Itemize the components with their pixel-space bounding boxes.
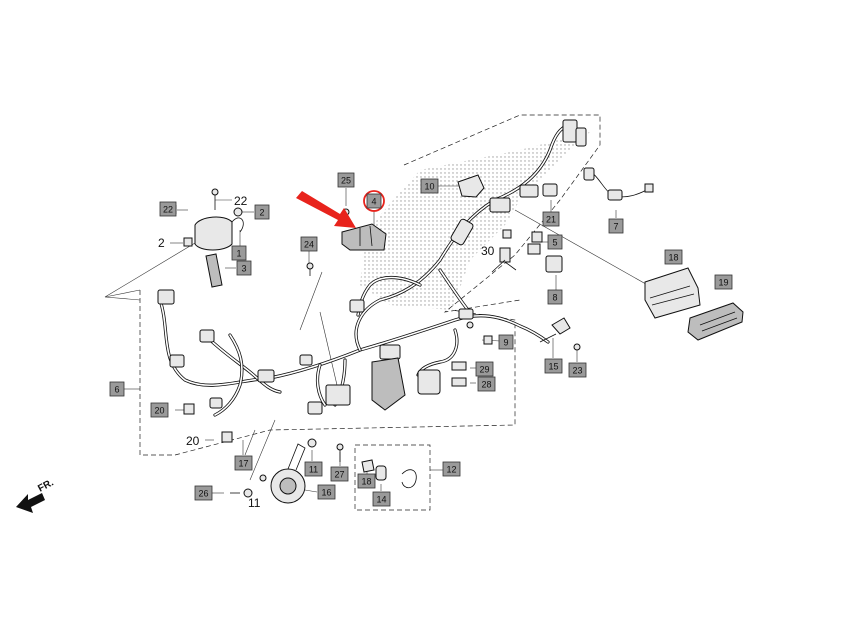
highlight-arrow xyxy=(296,191,356,228)
svg-text:6: 6 xyxy=(114,385,119,395)
svg-text:8: 8 xyxy=(552,293,557,303)
svg-text:1: 1 xyxy=(236,249,241,259)
part-tag-1: 1 xyxy=(231,245,247,261)
part-tag-22: 22 xyxy=(159,201,177,217)
part-tag-11: 11 xyxy=(304,461,323,477)
svg-text:23: 23 xyxy=(572,366,582,376)
part-tag-10: 10 xyxy=(420,178,439,194)
svg-text:9: 9 xyxy=(503,338,508,348)
main-wire-harness xyxy=(158,122,572,417)
part-tag-20: 20 xyxy=(150,402,169,418)
harness-components xyxy=(157,119,587,415)
part-tag-12: 12 xyxy=(442,461,461,477)
leader-coil xyxy=(104,239,201,298)
part-tag-5: 5 xyxy=(547,234,563,250)
part-tag-24: 24 xyxy=(300,236,318,252)
part-tag-15: 15 xyxy=(544,358,563,374)
svg-text:14: 14 xyxy=(376,495,386,505)
svg-text:26: 26 xyxy=(198,489,208,499)
svg-text:29: 29 xyxy=(479,365,489,375)
bottom-components xyxy=(183,403,417,504)
svg-text:27: 27 xyxy=(334,470,344,480)
part-tag-21: 21 xyxy=(542,211,560,227)
part-tag-16: 16 xyxy=(317,484,336,500)
part-tag-18-ecu: 18 xyxy=(664,249,683,265)
part-tag-4: 4 xyxy=(366,193,382,209)
part-tag-18-clamp: 18 xyxy=(357,473,376,489)
svg-text:18: 18 xyxy=(361,477,371,487)
svg-text:20: 20 xyxy=(154,406,164,416)
main-group-boundary xyxy=(139,290,516,456)
harness-leader-left xyxy=(104,289,141,301)
svg-text:16: 16 xyxy=(321,488,331,498)
front-direction-indicator: FR. xyxy=(16,477,56,513)
part-tag-6: 6 xyxy=(109,381,125,397)
plain-label-11: 11 xyxy=(248,496,261,510)
part-tags: 22 2 1 3 25 4 24 10 21 5 8 7 18 19 9 15 … xyxy=(109,172,733,507)
svg-text:25: 25 xyxy=(341,176,351,186)
ignition-coil-group xyxy=(175,188,244,288)
part-tag-8: 8 xyxy=(547,289,563,305)
plain-label-2: 2 xyxy=(158,236,165,250)
svg-text:7: 7 xyxy=(613,222,618,232)
svg-text:11: 11 xyxy=(309,465,318,475)
part-tag-3: 3 xyxy=(236,260,252,276)
plain-label-30: 30 xyxy=(481,244,495,258)
svg-text:22: 22 xyxy=(163,205,173,215)
plain-labels: 22 2 30 20 11 xyxy=(158,194,495,510)
part-tag-28: 28 xyxy=(477,376,496,392)
svg-text:3: 3 xyxy=(241,264,246,274)
relay-bracket-part-4 xyxy=(306,208,387,276)
svg-text:28: 28 xyxy=(481,380,491,390)
svg-text:18: 18 xyxy=(668,253,678,263)
part-tag-25: 25 xyxy=(337,172,355,188)
svg-text:21: 21 xyxy=(546,215,556,225)
part-tag-27: 27 xyxy=(330,466,349,482)
svg-text:5: 5 xyxy=(552,238,557,248)
svg-text:24: 24 xyxy=(304,240,314,250)
svg-text:4: 4 xyxy=(371,197,376,207)
part-tag-7: 7 xyxy=(608,218,624,234)
upper-group-boundary xyxy=(403,114,601,313)
right-components xyxy=(451,167,744,387)
part-tag-2: 2 xyxy=(254,204,270,220)
svg-text:12: 12 xyxy=(446,465,456,475)
svg-text:15: 15 xyxy=(548,362,558,372)
part-tag-9: 9 xyxy=(498,334,514,350)
part-tag-29: 29 xyxy=(475,361,494,377)
highlight-circle xyxy=(363,190,385,212)
svg-text:2: 2 xyxy=(259,208,264,218)
svg-text:17: 17 xyxy=(238,459,248,469)
fr-label: FR. xyxy=(36,477,56,494)
part-tag-17: 17 xyxy=(234,455,253,471)
svg-text:19: 19 xyxy=(718,278,728,288)
part-tag-14: 14 xyxy=(372,491,391,507)
plain-label-22: 22 xyxy=(234,194,248,208)
part-tag-23: 23 xyxy=(568,362,587,378)
sub-group-boundary xyxy=(354,444,431,511)
svg-text:10: 10 xyxy=(424,182,434,192)
part-tag-19: 19 xyxy=(714,274,733,290)
part-tag-26: 26 xyxy=(194,485,213,501)
plain-label-20: 20 xyxy=(186,434,200,448)
